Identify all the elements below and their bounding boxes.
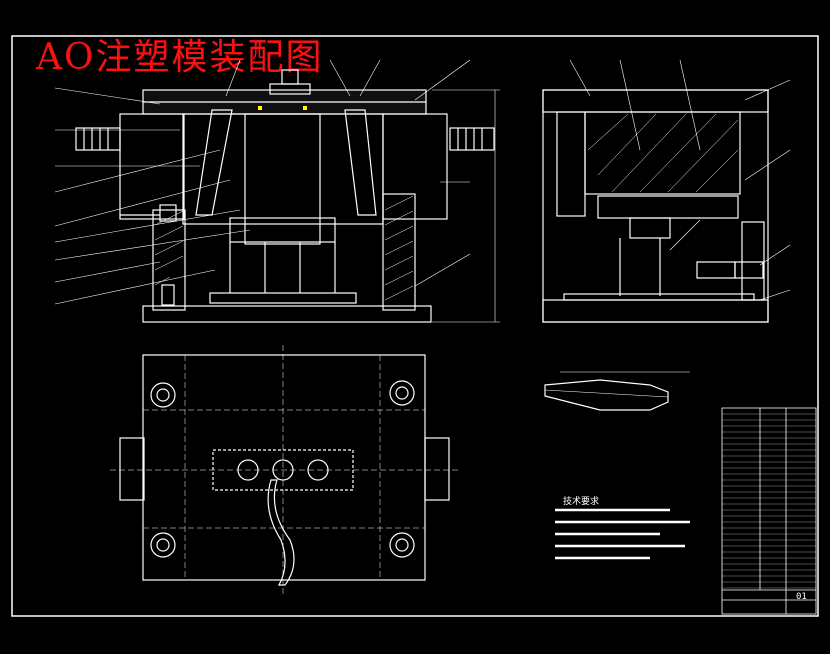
drawing-title: AO注塑模装配图 [36,37,324,78]
technical-notes-lines [555,508,690,560]
plan-centerlines [110,345,460,595]
side-hatching [587,113,739,193]
title-block-sheet: 01 [796,592,807,602]
sheet-border [11,35,819,617]
accent-marks [258,106,307,110]
part-detail-view [544,371,690,411]
side-section-view [542,89,769,323]
section-hatching [154,195,414,301]
leader-lines [54,59,471,305]
technical-notes-heading: 技术要求 [563,497,600,507]
title-block [721,407,817,615]
side-leader-lines [569,59,791,301]
front-section-view [75,69,500,323]
